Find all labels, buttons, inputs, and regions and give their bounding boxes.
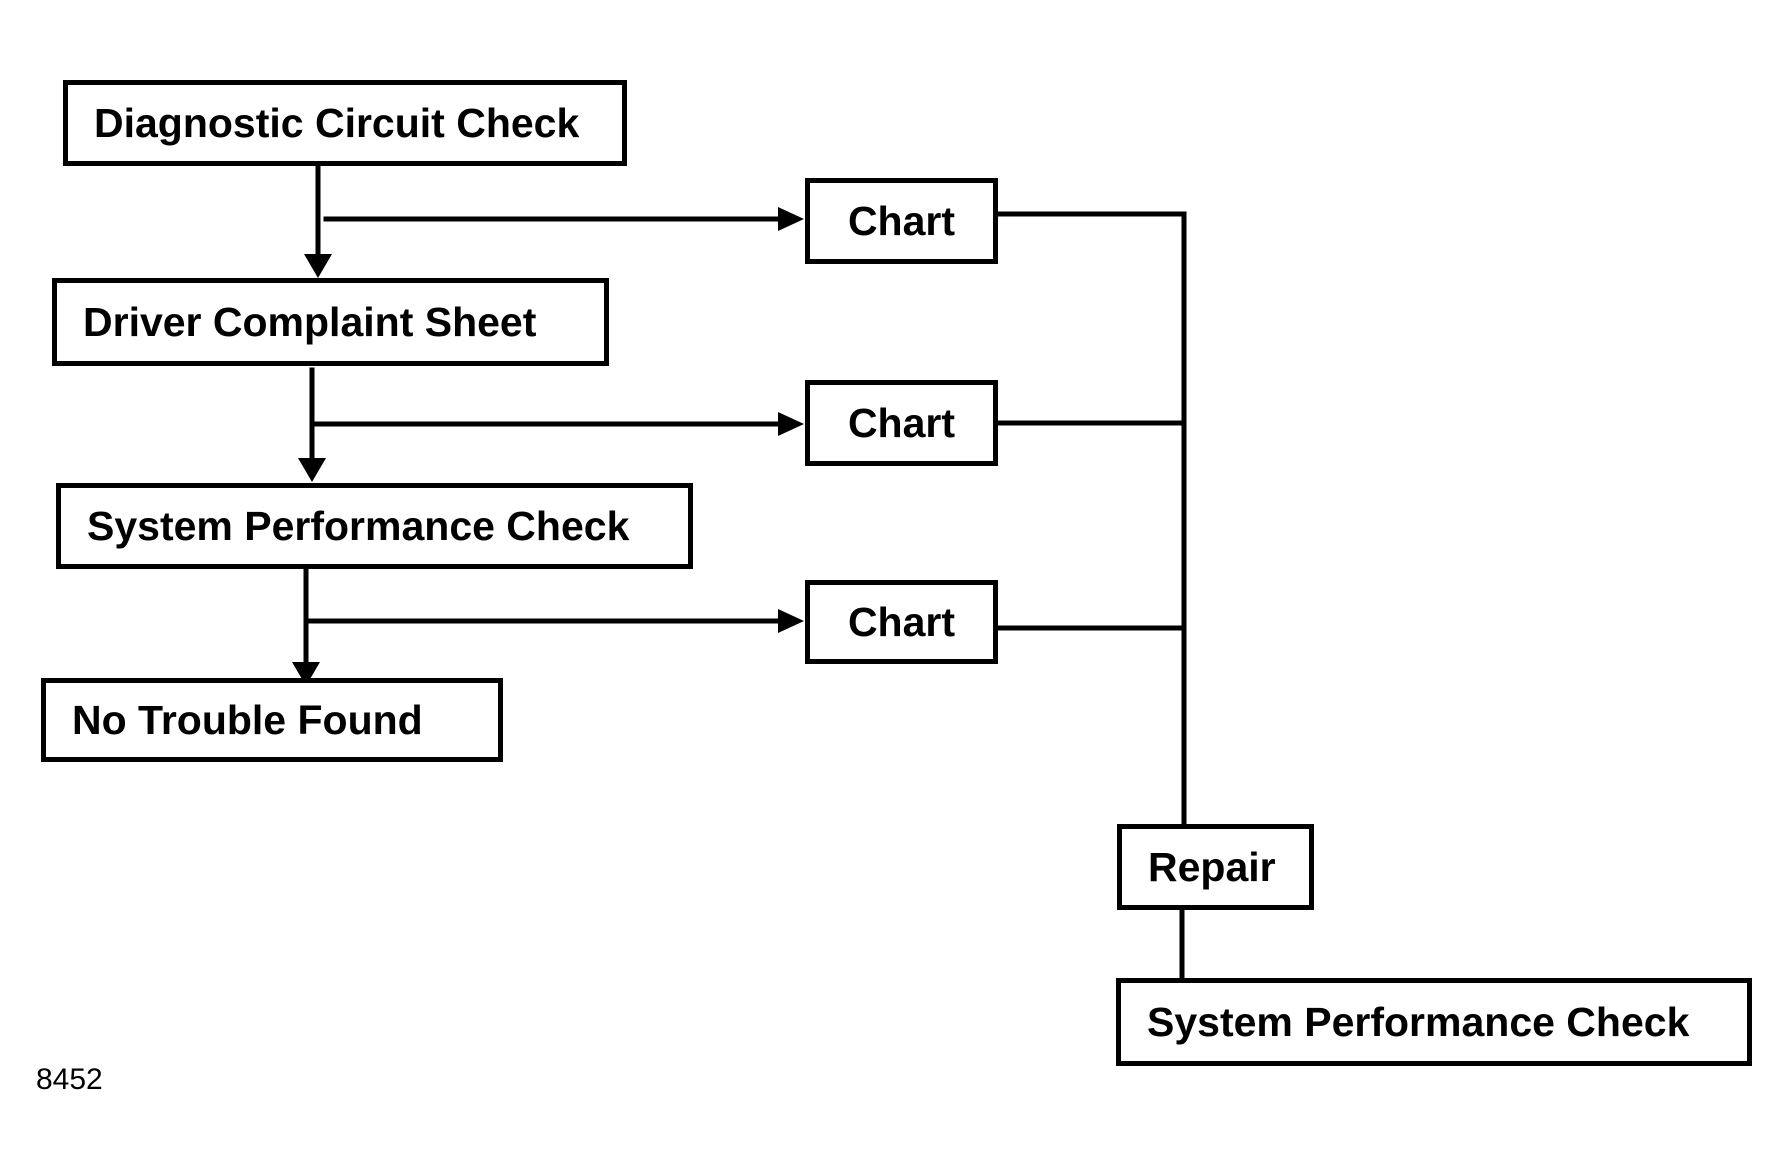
arrowhead-right-3	[778, 609, 804, 633]
chart-box-3: Chart	[805, 580, 998, 664]
final-system-performance-check-box: System Performance Check	[1116, 978, 1752, 1066]
arrowhead-down-2	[298, 458, 326, 482]
arrowhead-down-1	[304, 254, 332, 278]
chart-label-3: Chart	[847, 598, 956, 645]
chart-box-2: Chart	[805, 380, 998, 466]
no-trouble-found-box: No Trouble Found	[41, 678, 503, 762]
driver-complaint-sheet-label: Driver Complaint Sheet	[83, 298, 537, 345]
repair-label: Repair	[1148, 843, 1276, 890]
system-performance-check-label: System Performance Check	[87, 502, 630, 549]
arrowhead-right-2	[778, 412, 804, 436]
diagnostic-circuit-check-label: Diagnostic Circuit Check	[94, 99, 580, 146]
final-system-performance-check-label: System Performance Check	[1147, 998, 1690, 1045]
diagnostic-circuit-check-box: Diagnostic Circuit Check	[63, 80, 627, 166]
figure-number: 8452	[36, 1063, 103, 1096]
arrowhead-down-3	[292, 662, 320, 686]
driver-complaint-sheet-box: Driver Complaint Sheet	[52, 278, 609, 366]
arrowhead-right-1	[778, 207, 804, 231]
system-performance-check-box: System Performance Check	[56, 483, 693, 569]
chart-label-1: Chart	[847, 197, 956, 244]
repair-box: Repair	[1117, 824, 1314, 910]
chart-box-1: Chart	[805, 178, 998, 264]
no-trouble-found-label: No Trouble Found	[72, 696, 423, 743]
chart-label-2: Chart	[847, 399, 956, 446]
